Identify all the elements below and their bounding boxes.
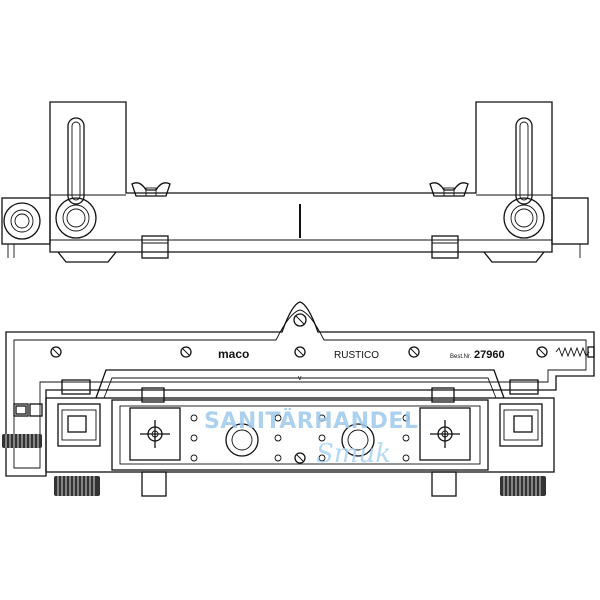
left-end-block	[1, 197, 51, 245]
left-nut-group	[13, 403, 43, 417]
lower-body	[45, 397, 555, 473]
right-mid-block	[431, 387, 455, 403]
top-frame-inner-line	[50, 194, 552, 241]
screw-holes-right	[318, 414, 410, 462]
rail-screw-5	[536, 346, 548, 358]
spiral-screw	[555, 346, 595, 358]
center-arrow: v	[298, 375, 302, 382]
right-end-block	[551, 197, 589, 245]
side-knurled-knob	[2, 434, 42, 448]
order-number-label: 27960	[474, 349, 505, 361]
valve-plate	[111, 399, 489, 471]
left-stem	[141, 471, 167, 497]
order-prefix-label: Best.Nr.	[450, 354, 472, 360]
front-plate-inner-outline	[13, 309, 587, 469]
left-slot-inner	[71, 121, 81, 201]
left-slot	[67, 117, 85, 205]
rail-screw-4	[408, 346, 420, 358]
right-upper-block	[509, 379, 539, 395]
front-view: maco RUSTICO Best.Nr. 27960 v	[2, 301, 595, 497]
right-outlet-ring	[341, 423, 375, 457]
left-wing-nut	[131, 182, 171, 197]
far-left-knob	[3, 202, 41, 240]
left-outlet-ring	[225, 423, 259, 457]
right-bracket-nut	[513, 415, 533, 433]
right-stem	[431, 471, 457, 497]
rail-screw-3	[294, 346, 306, 358]
top-bump-screw	[293, 313, 307, 327]
rail-screw-1	[50, 346, 62, 358]
cross-rail	[95, 369, 505, 399]
top-view	[1, 101, 589, 263]
model-label: RUSTICO	[334, 350, 379, 361]
right-slot	[515, 117, 533, 205]
rail-screw-2	[180, 346, 192, 358]
right-foot	[483, 251, 545, 263]
watermark-line1: SANITÄRHANDEL	[204, 408, 418, 434]
left-clip	[141, 235, 169, 259]
front-plate-outline	[5, 301, 595, 477]
left-cross-nut	[140, 420, 170, 448]
watermark: SANITÄRHANDEL Smuk	[204, 408, 418, 469]
left-bracket-nut	[67, 415, 87, 433]
left-bracket	[57, 403, 101, 447]
right-bottom-knurled-knob	[500, 476, 546, 496]
screw-holes-left	[190, 414, 282, 462]
watermark-line2: Smuk	[316, 439, 391, 469]
right-cross-nut	[430, 420, 460, 448]
right-wing-nut	[429, 182, 469, 197]
right-slot-inner	[519, 121, 529, 201]
left-crossnut-panel	[129, 407, 181, 461]
left-bottom-knurled-knob	[54, 476, 100, 496]
left-knurled-knob	[55, 197, 97, 239]
right-bracket	[499, 403, 543, 447]
left-foot	[57, 251, 117, 263]
right-crossnut-panel	[419, 407, 471, 461]
right-knurled-knob	[503, 197, 545, 239]
left-upper-block	[61, 379, 91, 395]
right-clip	[431, 235, 459, 259]
center-screw	[294, 452, 306, 464]
left-mid-block	[141, 387, 165, 403]
top-frame-outline	[49, 101, 553, 253]
brand-label: maco	[218, 347, 249, 361]
